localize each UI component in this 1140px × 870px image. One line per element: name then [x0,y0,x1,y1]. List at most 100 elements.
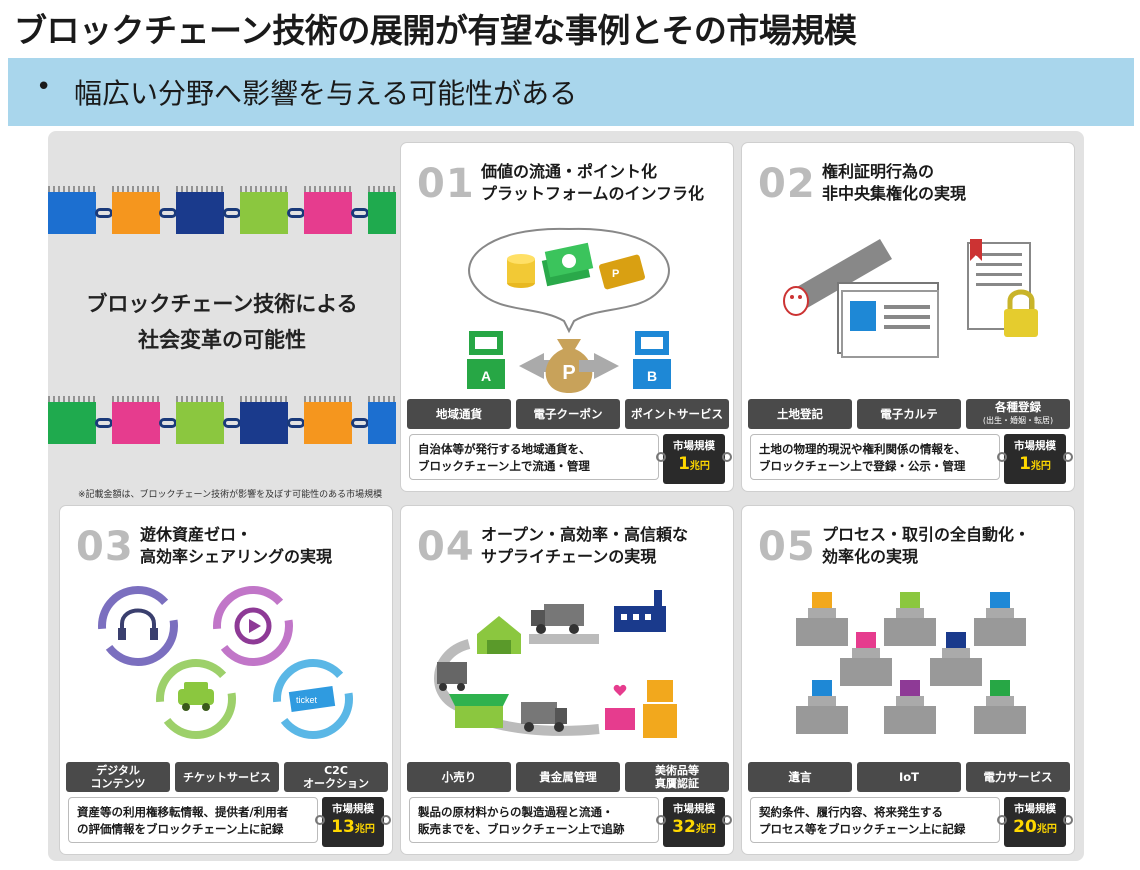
market-size-badge: 市場規模 20兆円 [997,797,1073,847]
customer-robot-icon [605,680,677,738]
coins-icon [507,254,535,288]
robot-desk-icon [796,680,848,734]
chain-link [95,418,113,428]
tag-item-main: 各種登録 [995,400,1041,414]
case-tags: 小売り 貴金属管理 美術品等真贋認証 [407,762,729,792]
intro-heading-line2: 社会変革の可能性 [138,328,306,352]
factory-icon [614,590,666,632]
case-description-line1: 自治体等が発行する地域通貨を、 [418,442,591,456]
market-size-label: 市場規模 [673,440,715,452]
case-title-line1: プロセス・取引の全自動化・ [822,525,1031,544]
robot-b-icon: B [633,331,671,389]
banknotes-icon [541,242,594,287]
case-number: 01 [417,161,475,207]
page-title: ブロックチェーン技術の展開が有望な事例とその市場規模 [14,11,857,50]
case-title: 遊休資産ゼロ・ 高効率シェアリングの実現 [140,524,332,568]
case-description-line1: 土地の物理的現況や権利関係の情報を、 [759,442,966,456]
case-title-line2: プラットフォームのインフラ化 [481,184,705,203]
market-size-badge: 市場規模 1兆円 [656,434,732,484]
market-size-value: 13 [331,817,355,837]
chain-link [351,418,369,428]
left-arrow-icon [519,353,559,379]
market-size-value: 32 [672,817,696,837]
case-title-line1: 遊休資産ゼロ・ [140,525,253,544]
point-card-icon: P [599,254,645,290]
tag-item: 各種登録(出生・婚姻・転居) [966,399,1070,429]
tag-item-line1: C2C [324,764,348,777]
case-description: 資産等の利用権移転情報、提供者/利用者 の評価情報をブロックチェーン上に記録 [68,797,318,843]
tag-item: 地域通貨 [407,399,511,429]
robot-desk-icon [884,680,936,734]
market-size-unit: 兆円 [354,824,375,835]
case-description-line1: 資産等の利用権移転情報、提供者/利用者 [77,805,289,819]
block-chain-top [48,186,396,244]
car-icon [156,659,236,739]
chain-link [223,208,241,218]
delivery-truck-icon [437,662,467,691]
case-description-line2: ブロックチェーン上で流通・管理 [418,459,590,473]
case-tags: 土地登記 電子カルテ 各種登録(出生・婚姻・転居) [748,399,1070,429]
case-tags: 遺言 IoT 電力サービス [748,762,1070,792]
warehouse-icon [477,616,521,654]
market-size-value-row: 20兆円 [1004,816,1066,841]
tag-item: 美術品等真贋認証 [625,762,729,792]
case-description-line2: の評価情報をブロックチェーン上に記録 [77,822,284,836]
case-number: 04 [417,524,475,570]
case-number: 03 [76,524,134,570]
case-description-line2: 販売までを、ブロックチェーン上で追跡 [418,822,625,836]
chain-block [368,186,396,234]
market-size-value-row: 13兆円 [322,816,384,841]
tag-item: チケットサービス [175,762,279,792]
case-description: 製品の原材料からの製造過程と流通・ 販売までを、ブロックチェーン上で追跡 [409,797,659,843]
automation-illustration [796,592,1026,734]
case-card-05: 05 プロセス・取引の全自動化・ 効率化の実現 遺言 IoT [741,505,1075,855]
tag-item: 土地登記 [748,399,852,429]
chain-block [48,396,96,444]
case-card-02: 02 権利証明行為の 非中央集権化の実現 [741,142,1075,492]
chain-link [95,208,113,218]
market-size-label: 市場規模 [1014,803,1056,815]
chain-link [287,418,305,428]
right-arrow-icon [579,353,619,379]
market-size-label: 市場規模 [1014,440,1056,452]
chain-block [368,396,396,444]
intro-heading: ブロックチェーン技術による 社会変革の可能性 [48,286,396,358]
chain-block [112,396,160,444]
robot-desk-icon [796,592,848,646]
case-description: 契約条件、履行内容、将来発生する プロセス等をブロックチェーン上に記録 [750,797,1000,843]
tag-item-line2: コンテンツ [90,777,146,790]
market-size-value-row: 1兆円 [1004,453,1066,478]
case-title: 権利証明行為の 非中央集権化の実現 [822,161,966,205]
tag-item: 電子クーポン [516,399,620,429]
case-title-line2: 効率化の実現 [822,547,919,566]
truck-icon [531,604,584,634]
headphones-icon [98,586,178,666]
tag-item: 遺言 [748,762,852,792]
tag-item-line1: デジタル [96,764,140,777]
case-card-03: 03 遊休資産ゼロ・ 高効率シェアリングの実現 ticket デジタルコンテンツ [59,505,393,855]
case-title-line2: 非中央集権化の実現 [822,184,967,203]
robot-desk-icon [974,680,1026,734]
market-size-badge: 市場規模 1兆円 [997,434,1073,484]
market-size-label: 市場規模 [332,803,374,815]
banner-text: 幅広い分野へ影響を与える可能性がある [74,77,578,110]
tag-item: IoT [857,762,961,792]
case-number: 02 [758,161,816,207]
chain-block [48,186,96,234]
tag-item: 貴金属管理 [516,762,620,792]
point-card-label: P [612,268,619,280]
summary-banner: • 幅広い分野へ影響を与える可能性がある [8,58,1134,126]
case-description: 土地の物理的現況や権利関係の情報を、 ブロックチェーン上で登録・公示・管理 [750,434,1000,480]
market-size-badge: 市場規模 13兆円 [315,797,391,847]
case-title: 価値の流通・ポイント化 プラットフォームのインフラ化 [481,161,704,205]
tag-item: 電子カルテ [857,399,961,429]
case-number: 05 [758,524,816,570]
chain-block [240,186,288,234]
case-description-line2: ブロックチェーン上で登録・公示・管理 [759,459,966,473]
market-size-value-row: 1兆円 [663,453,725,478]
tag-item-line2: オークション [303,777,369,790]
banner-bullet: • [36,72,52,102]
case-title-line1: オープン・高効率・高信頼な [481,525,689,544]
intro-heading-line1: ブロックチェーン技術による [86,292,358,316]
